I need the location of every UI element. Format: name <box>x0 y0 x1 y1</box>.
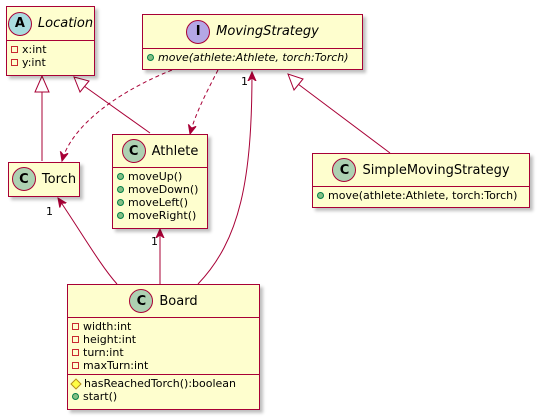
class-icon: C <box>121 139 146 163</box>
field-item: maxTurn:int <box>83 359 149 372</box>
methods-section: move(athlete:Athlete, torch:Torch) <box>143 48 362 66</box>
private-visibility-icon <box>72 323 79 330</box>
method-item: moveRight() <box>128 209 197 222</box>
method-item: moveLeft() <box>128 196 189 209</box>
public-visibility-icon <box>117 173 124 180</box>
public-visibility-icon <box>117 186 124 193</box>
class-simple-moving-strategy: C SimpleMovingStrategy move(athlete:Athl… <box>312 153 530 208</box>
class-moving-strategy: I MovingStrategy move(athlete:Athlete, t… <box>142 14 363 70</box>
class-name: SimpleMovingStrategy <box>362 162 510 178</box>
field-item: x:int <box>22 43 47 56</box>
class-name: Athlete <box>151 143 199 159</box>
multiplicity-athlete: 1 <box>151 235 158 248</box>
private-visibility-icon <box>72 362 79 369</box>
private-visibility-icon <box>72 336 79 343</box>
method-item: moveUp() <box>128 170 183 183</box>
class-icon: C <box>332 158 357 182</box>
method-item: hasReachedTorch():boolean <box>84 377 237 390</box>
private-visibility-icon <box>11 59 18 66</box>
public-visibility-icon <box>147 54 154 61</box>
field-item: turn:int <box>83 346 124 359</box>
public-visibility-icon <box>117 199 124 206</box>
protected-visibility-icon <box>70 377 82 390</box>
method-item: move(athlete:Athlete, torch:Torch) <box>328 189 518 202</box>
public-visibility-icon <box>317 192 324 199</box>
class-name: Board <box>159 293 198 309</box>
public-visibility-icon <box>117 212 124 219</box>
method-item: moveDown() <box>128 183 199 196</box>
class-location: A Location x:int y:int <box>6 6 95 76</box>
generalization-torch-location <box>34 74 50 161</box>
methods-section: move(athlete:Athlete, torch:Torch) <box>313 186 529 204</box>
public-visibility-icon <box>72 393 79 400</box>
fields-section: x:int y:int <box>7 40 94 71</box>
generalization-athlete-location <box>73 76 151 134</box>
methods-section: moveUp() moveDown() moveLeft() moveRight… <box>113 167 207 224</box>
class-name: Torch <box>41 171 77 187</box>
class-icon: C <box>11 167 36 191</box>
class-icon: C <box>129 289 154 313</box>
class-board: C Board width:int height:int turn:int ma… <box>67 284 260 410</box>
class-torch: C Torch <box>8 162 80 197</box>
methods-section: hasReachedTorch():boolean start() <box>68 374 259 405</box>
private-visibility-icon <box>72 349 79 356</box>
field-item: width:int <box>83 320 132 333</box>
multiplicity-moving-strategy: 1 <box>241 75 248 88</box>
multiplicity-torch: 1 <box>46 205 53 218</box>
fields-section: width:int height:int turn:int maxTurn:in… <box>68 317 259 374</box>
abstract-class-icon: A <box>7 11 32 36</box>
class-athlete: C Athlete moveUp() moveDown() moveLeft()… <box>112 134 208 229</box>
dependency-moving-strategy-torch <box>62 69 173 161</box>
generalization-simple-moving-strategy <box>287 73 391 154</box>
class-name: Location <box>37 16 94 31</box>
interface-icon: I <box>186 19 211 44</box>
association-board-torch <box>58 198 118 285</box>
field-item: height:int <box>83 333 137 346</box>
association-board-moving-strategy <box>197 72 252 285</box>
class-name: MovingStrategy <box>216 24 319 39</box>
field-item: y:int <box>22 56 46 69</box>
method-item: move(athlete:Athlete, torch:Torch) <box>158 51 349 64</box>
method-item: start() <box>83 390 118 403</box>
dependency-moving-strategy-athlete <box>190 69 219 134</box>
private-visibility-icon <box>11 46 18 53</box>
